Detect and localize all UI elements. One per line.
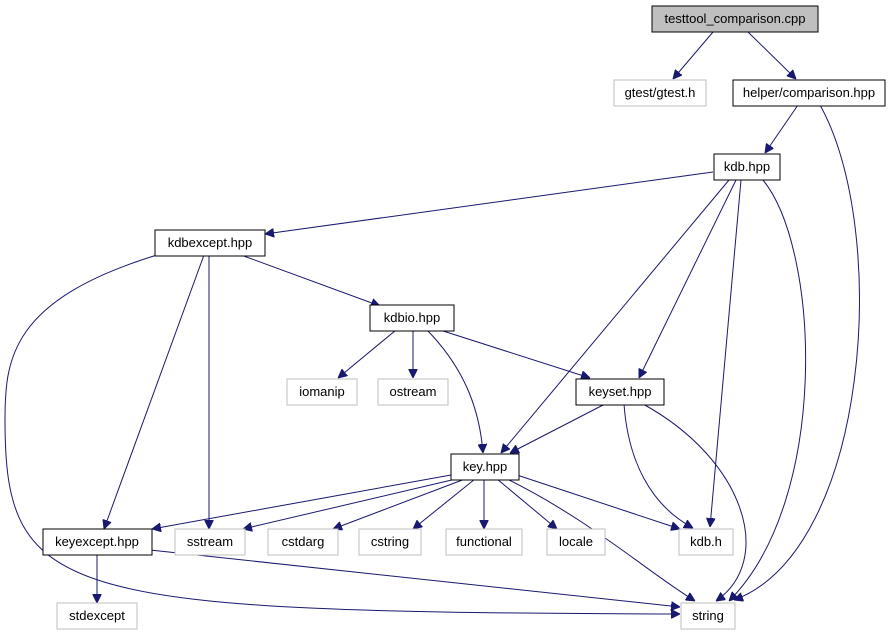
node-locale[interactable]: locale [546,528,606,556]
edge-keyset-key [510,403,606,453]
node-helper-comparison-hpp[interactable]: helper/comparison.hpp [732,79,886,107]
node-label: kdbio.hpp [384,310,440,325]
edge-kdbio-iomanip [338,329,397,378]
node-label: kdb.h [690,534,722,549]
node-label: stdexcept [69,608,125,623]
node-label: sstream [187,534,233,549]
node-label: testtool_comparison.cpp [665,11,806,26]
edge-kdb-hpp-kdb-h [710,179,742,527]
node-iomanip[interactable]: iomanip [286,378,358,406]
edge-kdbio-key [426,329,483,453]
edge-kdbexcept-keyexcept [104,254,205,529]
node-label: kdbexcept.hpp [168,235,253,250]
node-kdb-h[interactable]: kdb.h [678,528,734,556]
edge-key-locale [496,478,557,529]
node-sstream[interactable]: sstream [174,528,246,556]
node-label: cstring [371,534,409,549]
node-kdb-hpp[interactable]: kdb.hpp [713,153,781,181]
edge-key-cstring [413,478,476,529]
node-label: ostream [390,384,437,399]
edge-keyset-string [642,403,747,601]
node-label: cstdarg [282,534,325,549]
edge-keyset-kdb-h [623,403,693,528]
dependency-edges [4,31,860,614]
edge-kdbexcept-kdbio [240,254,380,306]
node-string[interactable]: string [680,602,736,630]
node-kdbio-hpp[interactable]: kdbio.hpp [369,304,455,332]
node-stdexcept[interactable]: stdexcept [56,602,138,630]
node-label: iomanip [299,384,345,399]
node-cstring[interactable]: cstring [358,528,422,556]
node-ostream[interactable]: ostream [377,378,449,406]
node-testtool-comparison-cpp[interactable]: testtool_comparison.cpp [651,5,819,33]
node-label: helper/comparison.hpp [743,85,875,100]
edge-key-cstdarg [333,478,466,529]
edge-kdb-hpp-kdbexcept [265,171,714,234]
node-label: functional [456,534,512,549]
node-label: locale [559,534,593,549]
node-functional[interactable]: functional [445,528,523,556]
edge-key-kdb-h [516,474,680,529]
node-label: keyexcept.hpp [55,534,139,549]
edge-kdb-hpp-key [501,179,730,453]
edge-kdbio-keyset [439,329,590,378]
edge-root-helper-comparison [747,31,796,79]
edge-kdb-hpp-string [729,179,807,601]
edge-key-sstream [243,478,457,529]
node-label: keyset.hpp [589,384,652,399]
node-label: string [692,608,724,623]
edge-key-string [506,478,695,601]
node-cstdarg[interactable]: cstdarg [267,528,339,556]
edge-key-keyexcept [152,474,452,529]
node-key-hpp[interactable]: key.hpp [450,453,520,481]
node-kdbexcept-hpp[interactable]: kdbexcept.hpp [154,229,266,257]
node-gtest-gtest-h[interactable]: gtest/gtest.h [613,79,707,107]
node-keyexcept-hpp[interactable]: keyexcept.hpp [42,528,153,556]
edge-keyexcept-string [149,549,680,607]
node-keyset-hpp[interactable]: keyset.hpp [575,378,665,406]
file-nodes: testtool_comparison.cpp gtest/gtest.h he… [42,5,886,630]
node-label: key.hpp [463,459,508,474]
edge-helper-comparison-string [734,104,860,600]
node-label: gtest/gtest.h [625,85,696,100]
edge-kdbexcept-string [4,254,680,614]
edge-kdb-hpp-keyset [639,179,737,378]
edge-root-gtest [673,31,714,79]
node-label: kdb.hpp [724,159,770,174]
edge-helper-comparison-kdb-hpp [765,104,799,153]
